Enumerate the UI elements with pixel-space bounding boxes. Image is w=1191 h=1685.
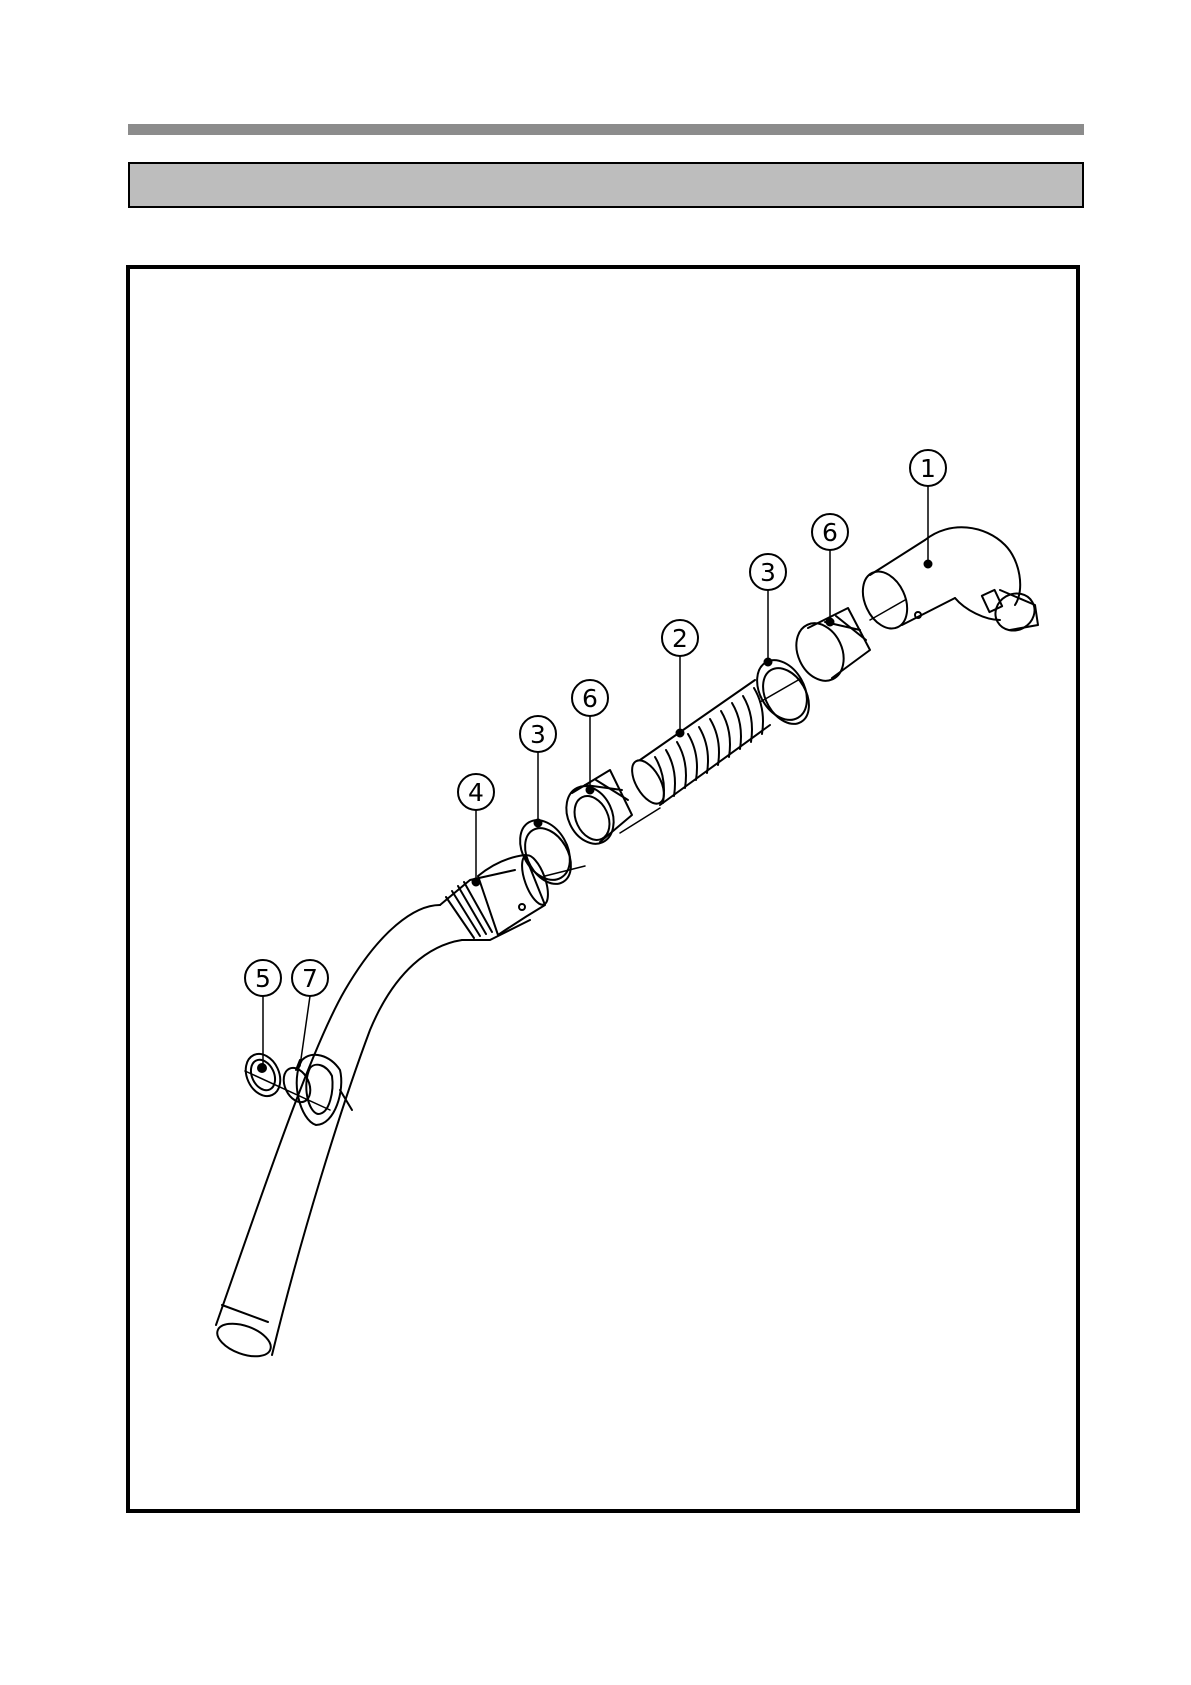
callout-4: 4 (458, 774, 494, 810)
callout-6-right: 6 (812, 514, 848, 550)
callout-3-right: 3 (750, 554, 786, 590)
part-handle-tube (213, 852, 553, 1363)
svg-text:5: 5 (255, 964, 271, 993)
part-nut-left (557, 770, 632, 851)
callout-6-left: 6 (572, 680, 608, 716)
callout-7: 7 (292, 960, 328, 996)
part-corrugated-hose (626, 680, 770, 809)
part-ring-right (747, 651, 818, 732)
svg-text:2: 2 (672, 624, 688, 653)
svg-text:4: 4 (468, 778, 484, 807)
callout-1: 1 (910, 450, 946, 486)
svg-text:3: 3 (760, 558, 776, 587)
svg-text:7: 7 (302, 964, 318, 993)
callout-2: 2 (662, 620, 698, 656)
part-elbow-connector (854, 527, 1041, 637)
callout-3-left: 3 (520, 716, 556, 752)
callout-balloons: 1 6 3 2 6 3 4 5 (245, 450, 946, 996)
assembly-axis (245, 600, 905, 1110)
callout-5: 5 (245, 960, 281, 996)
svg-text:1: 1 (920, 454, 936, 483)
leader-lines (263, 486, 928, 1068)
svg-text:3: 3 (530, 720, 546, 749)
svg-text:6: 6 (822, 518, 838, 547)
svg-text:6: 6 (582, 684, 598, 713)
